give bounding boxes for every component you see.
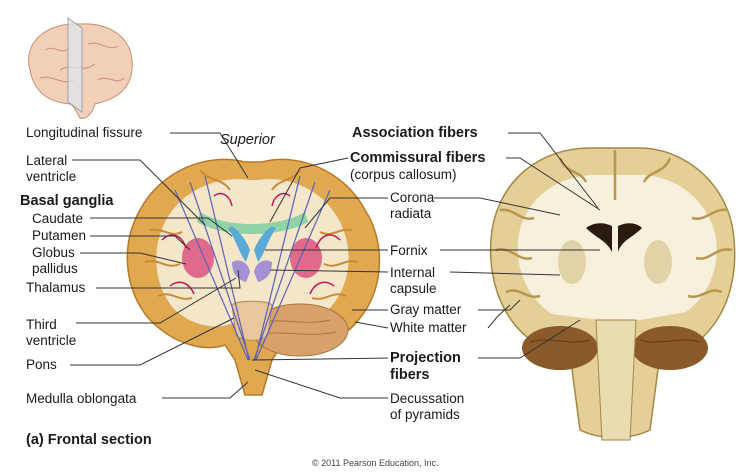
label-internal-capsule-line1: Internal: [390, 265, 436, 280]
label-caudate: Caudate: [32, 211, 84, 226]
label-longitudinal-fissure: Longitudinal fissure: [26, 125, 143, 140]
label-globus-pallidus-line2: pallidus: [32, 261, 78, 276]
label-corpus-callosum: (corpus callosum): [350, 167, 457, 182]
label-association-fibers: Association fibers: [352, 125, 478, 141]
brain-illustration: [126, 158, 381, 396]
caption: (a) Frontal section: [26, 432, 152, 448]
label-medulla-oblongata: Medulla oblongata: [26, 391, 137, 406]
label-superior: Superior: [220, 132, 275, 148]
label-white-matter: White matter: [390, 320, 467, 335]
label-projection-fibers-line1: Projection: [390, 350, 461, 366]
label-putamen: Putamen: [32, 228, 87, 243]
label-decussation-line1: Decussation: [390, 391, 465, 406]
photo-section: [489, 147, 736, 441]
label-pons: Pons: [26, 357, 57, 372]
label-projection-fibers-line2: fibers: [390, 367, 430, 383]
label-commissural-fibers: Commissural fibers: [350, 150, 486, 166]
label-gray-matter: Gray matter: [390, 302, 462, 317]
label-thalamus: Thalamus: [26, 280, 86, 295]
label-basal-ganglia: Basal ganglia: [20, 193, 114, 209]
label-lateral-ventricle-line1: Lateral: [26, 153, 68, 168]
label-third-ventricle-line1: Third: [26, 317, 57, 332]
label-internal-capsule-line2: capsule: [390, 281, 437, 296]
label-globus-pallidus-line1: Globus: [32, 245, 75, 260]
label-decussation-line2: of pyramids: [390, 407, 460, 422]
label-third-ventricle-line2: ventricle: [26, 333, 77, 348]
leader-lines: [70, 132, 601, 399]
orientation-brain-icon: [28, 17, 133, 119]
label-fornix: Fornix: [390, 243, 428, 258]
label-corona-radiata-line2: radiata: [390, 206, 432, 221]
label-lateral-ventricle-line2: ventricle: [26, 169, 77, 184]
copyright: © 2011 Pearson Education, Inc.: [312, 458, 439, 468]
label-corona-radiata-line1: Corona: [390, 190, 435, 205]
